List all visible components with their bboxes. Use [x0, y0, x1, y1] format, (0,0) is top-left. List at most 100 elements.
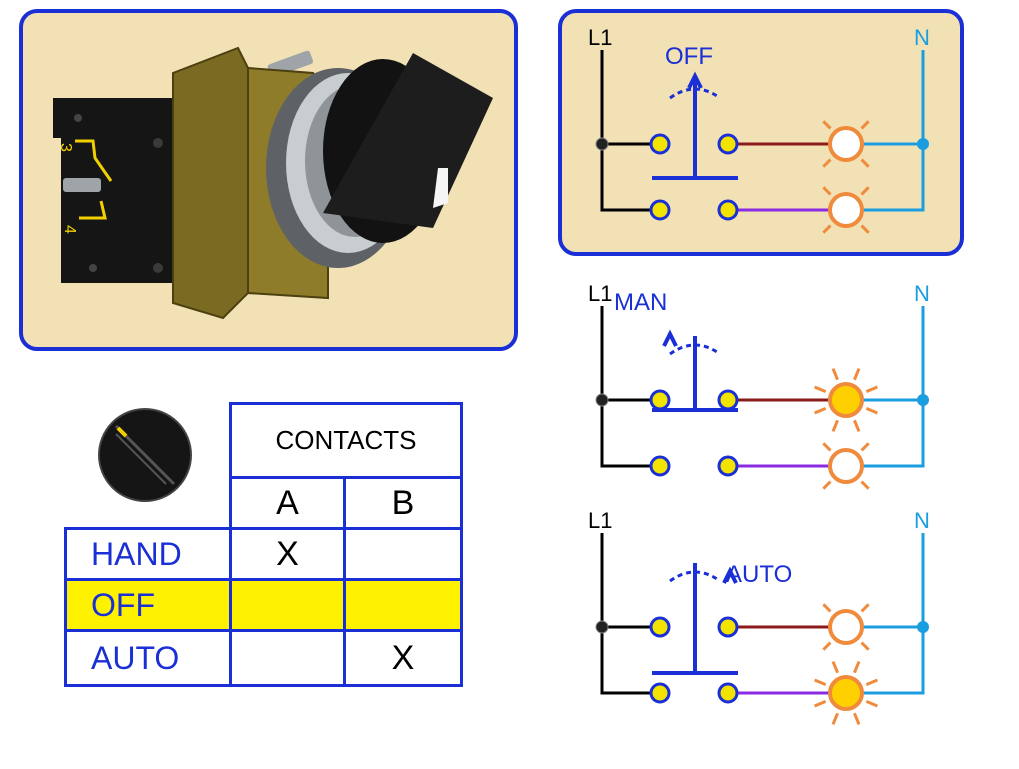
contact-terminal [717, 133, 739, 155]
contact-terminal [717, 682, 739, 704]
contact-terminal [649, 133, 671, 155]
contact-terminal [717, 616, 739, 638]
lamp-ray [860, 186, 870, 196]
label-n: N [914, 25, 930, 50]
lamp-ray [822, 641, 832, 651]
lamp-ray [860, 224, 870, 234]
column-header-b: B [343, 476, 463, 530]
lamp-a [828, 382, 864, 418]
row-hand-contact-a: X [229, 527, 346, 581]
lamp-b [828, 448, 864, 484]
lamp-ray [865, 407, 878, 415]
position-label: MAN [614, 289, 667, 316]
table-header-contacts: CONTACTS [229, 402, 463, 479]
label-l1: L1 [588, 508, 612, 533]
lamp-ray [822, 186, 832, 196]
row-label-hand: HAND [64, 527, 232, 581]
lamp-ray [853, 712, 861, 725]
label-n: N [914, 281, 930, 306]
row-auto-contact-a [229, 629, 346, 687]
selector-arc [669, 87, 721, 100]
lamp-ray [860, 480, 870, 490]
off-diagram-panel [558, 9, 964, 256]
position-label: AUTO [726, 561, 792, 588]
lamp-ray [814, 678, 827, 686]
row-off-contact-a [229, 578, 346, 632]
photo-panel: 3 4 [19, 9, 518, 351]
lamp-ray [814, 700, 827, 708]
lamp-ray [831, 661, 839, 674]
contact-terminal [649, 389, 671, 411]
wire-l1 [600, 533, 660, 695]
junction-n [917, 394, 929, 406]
lamp-ray [831, 419, 839, 432]
selector-knob-icon [98, 408, 192, 502]
selector-arrow [687, 71, 703, 89]
row-off-contact-b [343, 578, 463, 632]
knob-indicator [433, 168, 448, 208]
wire-neutral [862, 50, 925, 212]
diagram-auto: L1 N AUTO [588, 508, 930, 725]
lamp-ray [814, 385, 827, 393]
contact-terminal [717, 455, 739, 477]
junction-n [917, 138, 929, 150]
terminal-label-4: 4 [61, 225, 78, 234]
row-hand-contact-b [343, 527, 463, 581]
lamp-ray [860, 603, 870, 613]
selector-arrow [662, 329, 678, 347]
lamp-ray [831, 712, 839, 725]
wire-neutral [862, 306, 925, 468]
selector-arc [669, 343, 721, 356]
lamp-ray [865, 678, 878, 686]
selector-switch-photo: 3 4 [53, 46, 493, 320]
lamp-ray [853, 661, 861, 674]
lamp-ray [860, 641, 870, 651]
contact-terminal [649, 455, 671, 477]
lamp-ray [831, 368, 839, 381]
wire-neutral [862, 533, 925, 695]
selector-arc [669, 570, 721, 583]
lamp-ray [865, 700, 878, 708]
row-label-auto: AUTO [64, 629, 232, 687]
contact-terminal [649, 616, 671, 638]
lamp-ray [822, 224, 832, 234]
lamp-ray [822, 120, 832, 130]
wire-l1 [600, 50, 660, 212]
position-label: OFF [665, 43, 713, 70]
lamp-a [828, 609, 864, 645]
junction-l1 [595, 393, 609, 407]
lamp-ray [860, 120, 870, 130]
label-n: N [914, 508, 930, 533]
lamp-ray [822, 603, 832, 613]
column-header-a: A [229, 476, 346, 530]
wire-l1 [600, 306, 660, 468]
contact-symbol [75, 139, 113, 182]
junction-l1 [595, 620, 609, 634]
lamp-ray [814, 407, 827, 415]
lamp-ray [822, 442, 832, 452]
lamp-b [828, 192, 864, 228]
lamp-ray [860, 442, 870, 452]
lamp-ray [822, 158, 832, 168]
lamp-ray [865, 385, 878, 393]
contact-terminal [649, 682, 671, 704]
contact-terminal [649, 199, 671, 221]
lamp-ray [853, 368, 861, 381]
diagram-man: L1 N MAN [588, 281, 930, 490]
lamp-ray [853, 419, 861, 432]
label-l1: L1 [588, 25, 612, 50]
selector-arrow [722, 566, 738, 584]
lamp-a [828, 126, 864, 162]
contact-terminal [717, 199, 739, 221]
contact-terminal [717, 389, 739, 411]
row-auto-contact-b: X [343, 629, 463, 687]
junction-l1 [595, 137, 609, 151]
junction-n [917, 621, 929, 633]
lamp-ray [860, 158, 870, 168]
label-l1: L1 [588, 281, 612, 306]
row-label-off: OFF [64, 578, 232, 632]
diagram-off: L1 N OFF [588, 25, 930, 234]
lamp-ray [822, 480, 832, 490]
lamp-b [828, 675, 864, 711]
